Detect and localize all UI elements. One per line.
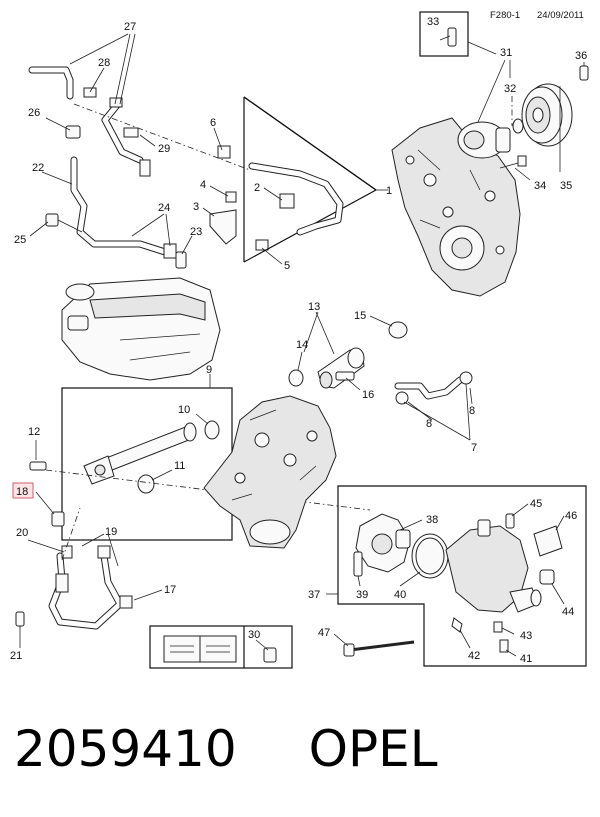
diagram-date: 24/09/2011 — [537, 10, 584, 21]
bolt-39 — [353, 551, 363, 577]
callout-21: 21 — [10, 650, 22, 662]
callout-23: 23 — [190, 226, 202, 238]
callout-13: 13 — [308, 301, 320, 313]
bolt-16 — [335, 371, 355, 381]
clip-43 — [493, 621, 503, 633]
callout-25: 25 — [14, 234, 26, 246]
thermostat-housing-13 — [317, 347, 365, 389]
callout-45: 45 — [530, 498, 542, 510]
callout-30: 30 — [248, 629, 260, 641]
callout-5: 5 — [284, 260, 290, 272]
callout-47: 47 — [318, 627, 330, 639]
callout-39: 39 — [356, 589, 368, 601]
coolant-hose-1 — [248, 162, 344, 236]
callout-6: 6 — [210, 117, 216, 129]
callout-24: 24 — [158, 202, 170, 214]
clip-5 — [255, 239, 269, 251]
callout-12: 12 — [28, 426, 40, 438]
pipe-7 — [394, 371, 473, 405]
coolant-pipe-9 — [83, 422, 197, 485]
service-manual-box — [149, 625, 293, 669]
callout-4: 4 — [200, 179, 206, 191]
gasket-46 — [533, 525, 563, 557]
callout-14: 14 — [296, 339, 308, 351]
connector-2 — [279, 193, 295, 209]
clip-6 — [217, 145, 231, 159]
highlight-frame-18 — [12, 482, 34, 499]
callout-10: 10 — [178, 404, 190, 416]
thermostat-38 — [355, 513, 411, 573]
callout-37: 37 — [308, 589, 320, 601]
callout-34: 34 — [534, 180, 546, 192]
callout-8b: 8 — [426, 418, 432, 430]
diagram-ref-code: F280-1 — [490, 10, 520, 21]
coolant-expansion-tank — [61, 277, 221, 381]
callout-11: 11 — [174, 460, 185, 472]
brand-name: OPEL — [308, 720, 438, 778]
callout-41: 41 — [520, 653, 532, 665]
callout-8a: 8 — [469, 405, 475, 417]
callout-19: 19 — [105, 526, 117, 538]
callout-22: 22 — [32, 162, 44, 174]
seal-ring-14 — [288, 369, 304, 387]
engine-block — [203, 395, 337, 549]
callout-38: 38 — [426, 514, 438, 526]
callout-46: 46 — [565, 510, 577, 522]
callout-33: 33 — [427, 16, 439, 28]
coolant-pipe-17 — [15, 545, 133, 630]
callout-20: 20 — [16, 527, 28, 539]
bolt-47 — [343, 640, 415, 657]
callout-28: 28 — [98, 57, 110, 69]
part-number: 2059410 — [14, 720, 237, 778]
part-footer: 2059410 OPEL — [14, 712, 594, 802]
clip-4 — [225, 191, 237, 203]
callout-1: 1 — [386, 185, 392, 197]
water-pump — [457, 121, 511, 159]
callout-35: 35 — [560, 180, 572, 192]
seal-ring-15 — [388, 321, 408, 339]
callout-43: 43 — [520, 630, 532, 642]
bolt-34 — [499, 155, 527, 169]
bolt-41 — [499, 639, 509, 653]
callout-42: 42 — [468, 650, 480, 662]
callout-3: 3 — [193, 201, 199, 213]
thermostat-housing-outlet — [445, 519, 542, 613]
bolt-36 — [579, 65, 589, 81]
bracket-3 — [209, 209, 237, 245]
callout-31: 31 — [500, 47, 512, 59]
seal-ring-10 — [204, 420, 220, 440]
exploded-parts-diagram: F280-1 24/09/2011 — [10, 10, 589, 669]
callout-9: 9 — [206, 364, 212, 376]
clip-42 — [451, 617, 463, 633]
callout-32: 32 — [504, 83, 516, 95]
callout-44: 44 — [562, 606, 574, 618]
seal-ring-11 — [137, 474, 155, 494]
pipe-22 — [45, 125, 177, 259]
water-pump-pulley — [512, 83, 573, 147]
callout-18: 18 — [16, 486, 28, 498]
callout-7: 7 — [471, 442, 477, 454]
callout-36: 36 — [575, 50, 587, 62]
sensor-44 — [539, 569, 555, 585]
bolt-12 — [29, 461, 47, 471]
plug-18 — [51, 511, 65, 527]
callout-29: 29 — [158, 143, 170, 155]
part-23 — [175, 251, 187, 269]
manual-book-icon — [163, 635, 237, 663]
callout-17: 17 — [164, 584, 176, 596]
clip-45 — [505, 513, 515, 529]
callout-40: 40 — [394, 589, 406, 601]
inset-box-33 — [419, 11, 469, 57]
callout-2: 2 — [254, 182, 260, 194]
engine-front-cover — [391, 117, 521, 297]
callout-26: 26 — [28, 107, 40, 119]
callout-16: 16 — [362, 389, 374, 401]
callout-27: 27 — [124, 21, 136, 33]
callout-15: 15 — [354, 310, 366, 322]
hose-assembly-27 — [28, 66, 151, 177]
